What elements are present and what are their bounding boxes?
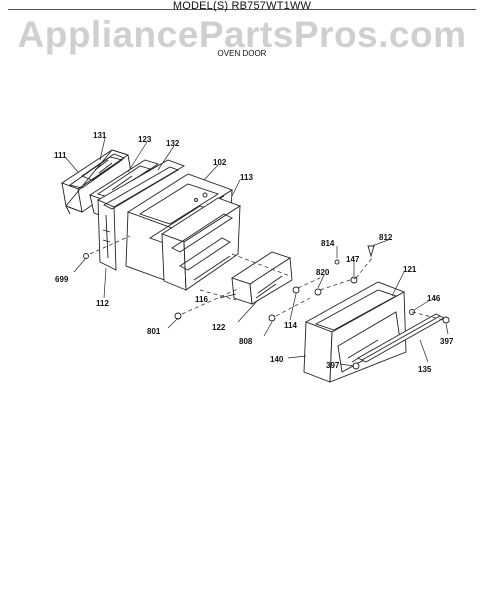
label-132: 132 bbox=[166, 139, 180, 148]
label-135: 135 bbox=[418, 365, 432, 374]
part-screws bbox=[83, 245, 450, 370]
label-397-right: 397 bbox=[440, 337, 454, 346]
label-699: 699 bbox=[55, 275, 69, 284]
assembly-lines bbox=[89, 235, 445, 321]
section-subtitle: OVEN DOOR bbox=[217, 49, 267, 58]
label-397-lower: 397 bbox=[326, 361, 340, 370]
label-113: 113 bbox=[240, 173, 253, 182]
label-102: 102 bbox=[213, 158, 227, 167]
model-title: MODEL(S) RB757WT1WW bbox=[172, 0, 312, 12]
part-113-inner-panel bbox=[160, 197, 242, 291]
part-121-outer-panel bbox=[303, 281, 407, 383]
label-122: 122 bbox=[212, 323, 226, 332]
label-820: 820 bbox=[316, 268, 330, 277]
label-140: 140 bbox=[270, 355, 284, 364]
label-146: 146 bbox=[427, 294, 441, 303]
watermark: AppliancePartsPros.com bbox=[17, 14, 467, 55]
label-114: 114 bbox=[284, 321, 297, 330]
label-123: 123 bbox=[138, 135, 152, 144]
label-808: 808 bbox=[239, 337, 253, 346]
part-116-bracket bbox=[230, 251, 293, 305]
label-801: 801 bbox=[147, 327, 161, 336]
label-112: 112 bbox=[96, 299, 109, 308]
label-111: 111 bbox=[54, 151, 67, 160]
label-116: 116 bbox=[195, 295, 208, 304]
label-121: 121 bbox=[403, 265, 417, 274]
part-number-labels: 131 123 132 111 102 113 699 112 814 812 … bbox=[54, 131, 454, 374]
label-131: 131 bbox=[93, 131, 107, 140]
label-814: 814 bbox=[321, 239, 335, 248]
part-132-gasket bbox=[96, 159, 186, 271]
label-812: 812 bbox=[379, 233, 393, 242]
part-131-glass bbox=[81, 153, 125, 181]
leader-lines bbox=[65, 137, 449, 367]
label-147: 147 bbox=[346, 255, 360, 264]
header-rule bbox=[8, 9, 476, 10]
